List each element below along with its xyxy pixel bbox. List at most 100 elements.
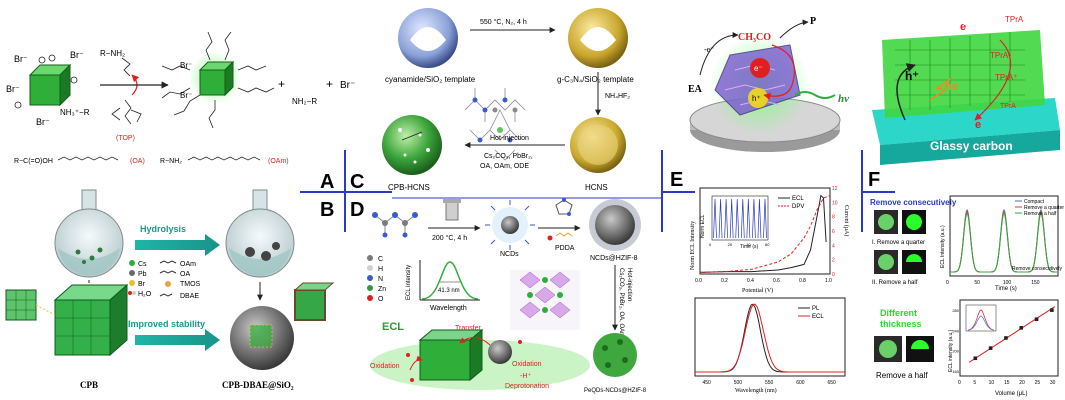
f-top-xlabel: Time (s)	[995, 286, 1017, 292]
lattice-zoom	[5, 289, 56, 321]
e-inset-xtick: 0	[709, 242, 712, 247]
br-label-2: Br⁻	[70, 50, 84, 60]
template1-label: cyanamide/SiO₂ template	[385, 75, 476, 84]
ecl-cube	[418, 328, 484, 382]
e-bottom-series-ecl	[695, 303, 845, 373]
br-right-2: Br⁻	[180, 91, 192, 100]
f-bottom-point	[973, 356, 978, 361]
panel-label-e: E	[670, 169, 683, 191]
f-top-xtick: 0	[946, 280, 949, 286]
oxidation-left: Oxidation	[370, 363, 400, 370]
f-bottom-xlabel: Volume (μL)	[995, 391, 1027, 397]
tpra-radical-label: TPrA•	[990, 51, 1011, 60]
ncds-hzif-particle	[589, 199, 641, 251]
oa-chain	[57, 156, 119, 161]
imidazole-icon	[555, 198, 573, 216]
panel-label-b: B	[320, 199, 334, 221]
mof-crystal	[714, 44, 801, 116]
legend-dbae: DBAE	[180, 293, 199, 300]
hydrolysis-arrow	[135, 234, 220, 256]
arrow-ea	[699, 32, 739, 76]
plus-1: +	[278, 77, 285, 91]
legend-oam: OAm	[180, 261, 196, 268]
br-label-3: Br⁻	[6, 84, 20, 94]
legend-pb: Pb	[138, 271, 147, 278]
oa-formula: R−C(=O)OH	[14, 158, 53, 165]
cpb-crystal	[53, 283, 129, 357]
flask-right	[225, 189, 295, 278]
e-top-ytick-right: 0	[832, 272, 835, 278]
precursor-atoms	[372, 212, 418, 238]
e-minus-label: -e⁻	[704, 45, 714, 54]
carboxylate-groups-left	[14, 54, 78, 109]
cpb-hcns-label: CPB-HCNS	[388, 183, 430, 192]
oam-formula: R−NH₂	[160, 158, 182, 165]
panel-label-f: F	[868, 169, 880, 191]
f-bottom-inset-curve2	[967, 315, 995, 331]
e-top-ylabel: Norm ECL Intensity	[690, 221, 696, 270]
legend-h: H	[378, 266, 383, 273]
e-bottom-xtick: 550	[765, 380, 774, 386]
hcns-label: HCNS	[585, 183, 608, 192]
panel-label-a: A	[320, 171, 334, 193]
e-bottom-xtick: 450	[703, 380, 712, 386]
e-top-xtick: 0.0	[695, 278, 702, 284]
e-top-ytick-right: 12	[832, 186, 838, 192]
f-bottom-xtick: 20	[1019, 380, 1025, 386]
autoclave-icon	[443, 199, 461, 221]
carboxylate-byproduct: NH₂−R	[292, 97, 317, 106]
e-legend-dpv: DPV	[792, 204, 804, 210]
reagents-c1: Cs₂CO₃, PbBr₂,	[484, 153, 533, 160]
panel-a: Br⁻ Br⁻ Br⁻ Br⁻ NH₃⁺−R R−NH₂ (TOP) Br⁻ B…	[6, 31, 355, 165]
top-label: (TOP)	[116, 135, 135, 142]
hv-arrow	[794, 91, 836, 99]
f-top-note: Remove consecutively	[1012, 266, 1063, 272]
gcn-atoms	[472, 97, 518, 143]
f-bottom-ytick: 240	[952, 328, 959, 333]
template2-label: g-C₃N₄/SiO₂ template	[557, 75, 634, 84]
e-inset-xtick: 60	[765, 242, 770, 247]
different-thickness-2: thickness	[880, 319, 922, 329]
e-top-xtick: 0.8	[799, 278, 806, 284]
e-minus-inside: e⁻	[754, 64, 763, 73]
e-top-ytick-right: 6	[832, 229, 835, 235]
e-bottom-legend-pl: PL	[812, 306, 820, 312]
f-bottom-xtick: 10	[989, 380, 995, 386]
hydrolysis-label: Hydrolysis	[140, 224, 186, 234]
p-label: P	[810, 16, 816, 27]
e-inset-xtick: 40	[746, 242, 751, 247]
cyanamide-template	[398, 8, 458, 68]
f-bottom-point	[1019, 326, 1024, 330]
flask-left	[54, 189, 124, 278]
gc-slab-front	[880, 130, 1060, 165]
gcn-network	[464, 88, 526, 161]
panel-c: cyanamide/SiO₂ template 550 °C, N₂, 4 h …	[382, 8, 634, 192]
ncds-hzif-label: NCDs@HZIF-8	[590, 255, 638, 262]
f-top-frame	[949, 195, 1059, 277]
zif-structure	[510, 270, 580, 330]
pdda-icon	[555, 232, 573, 237]
reagents-c2: OA, OAm, ODE	[480, 163, 529, 170]
ecl-spectrum-inset	[419, 260, 480, 301]
legend-b: Cs Pb Br H₂O OAm OA TMOS DBAE	[128, 260, 201, 300]
f-bottom-point	[1034, 317, 1039, 322]
photo-remove-half	[874, 336, 934, 362]
pdda-dot	[547, 235, 553, 241]
label-cpb-dbae-sio2: CPB-DBAE@SiO₂	[222, 380, 294, 390]
ncd-sphere	[488, 340, 512, 364]
h-plus-f: h⁺	[905, 69, 919, 83]
h-plus-label: -H⁺	[520, 373, 531, 380]
f-bottom-point	[988, 346, 993, 350]
legend-cs: Cs	[138, 261, 147, 268]
legend-d: C H N Zn O	[367, 255, 386, 303]
f-top-ylabel: ECL Intensity (a.u.)	[940, 225, 946, 268]
perovskite-cube-right	[198, 60, 235, 97]
glassy-carbon-label: Glassy carbon	[930, 139, 1013, 153]
legend-c: C	[378, 256, 383, 263]
perovskite-cube-left	[28, 63, 72, 107]
oam-chain	[187, 156, 261, 161]
